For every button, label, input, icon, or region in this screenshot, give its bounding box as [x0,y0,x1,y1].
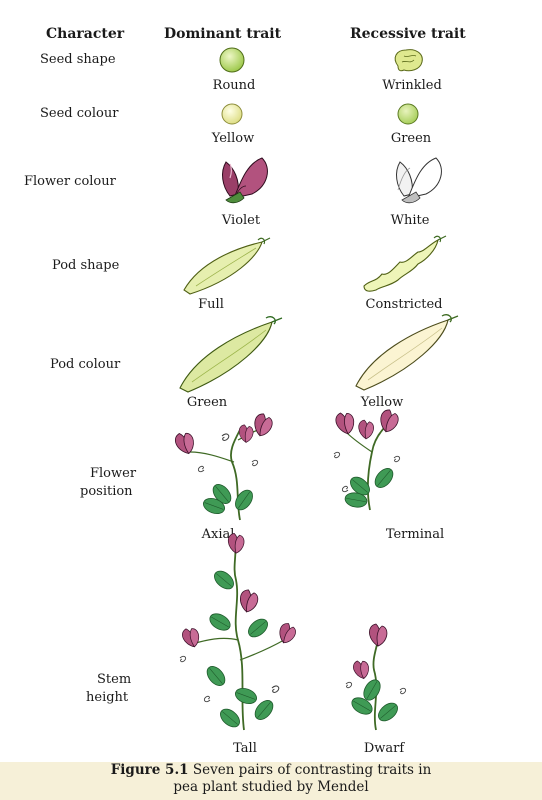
figure-number: Figure 5.1 [110,762,189,778]
trait-full: Full [198,297,224,312]
plant-tall-icon [179,533,299,731]
header-character: Character [46,26,125,42]
character-pod-shape: Pod shape [52,258,120,273]
caption-line1: Seven pairs of contrasting traits in [192,762,432,778]
caption-line2: pea plant studied by Mendel [173,779,369,795]
trait-green-seed: Green [390,131,432,146]
character-flower-position-line2: position [80,484,133,499]
character-seed-shape: Seed shape [40,52,116,67]
seed-green-icon [397,103,419,125]
header-recessive: Recessive trait [350,26,466,42]
trait-round: Round [212,78,256,93]
trait-yellow-pod: Yellow [360,395,404,410]
pod-full-icon [183,237,271,295]
seed-wrinkled-icon [394,49,423,72]
flower-white-icon [396,157,442,204]
trait-wrinkled: Wrinkled [382,78,442,93]
pod-green-icon [179,316,283,393]
trait-yellow-seed: Yellow [211,131,255,146]
seed-yellow-icon [221,103,243,125]
trait-white: White [390,213,430,228]
flower-violet-icon [222,157,268,204]
header-dominant: Dominant trait [164,26,282,42]
pod-yellow-icon [355,314,459,391]
character-stem-height-line2: height [86,690,129,705]
plant-dwarf-icon [345,623,407,731]
trait-illustrations [172,47,459,731]
trait-constricted: Constricted [365,297,443,312]
character-flower-colour: Flower colour [24,174,116,189]
plant-axial-icon [172,411,275,521]
character-pod-colour: Pod colour [50,357,121,372]
character-flower-position-line1: Flower [90,466,137,481]
character-stem-height-line1: Stem [97,672,132,687]
trait-violet: Violet [221,213,261,228]
plant-terminal-icon [333,407,401,511]
figure-caption: Figure 5.1 Seven pairs of contrasting tr… [0,762,542,800]
trait-green-pod: Green [186,395,228,410]
trait-terminal: Terminal [385,527,445,542]
seed-round-icon [219,47,245,73]
trait-dwarf: Dwarf [363,741,405,756]
pod-constricted-icon [363,235,447,292]
trait-tall: Tall [233,741,257,756]
character-seed-colour: Seed colour [40,106,119,121]
trait-axial: Axial [201,527,235,542]
